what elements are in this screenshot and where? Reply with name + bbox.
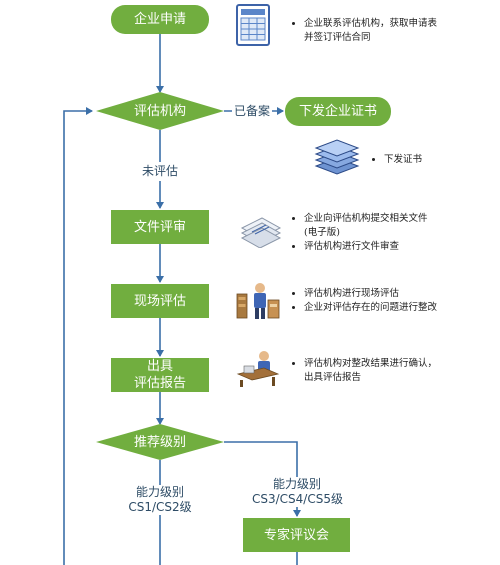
node-site: 现场评估 bbox=[111, 284, 209, 318]
edge-label-not-assessed: 未评估 bbox=[140, 162, 181, 181]
node-report: 出具 评估报告 bbox=[111, 358, 209, 392]
node-expert: 专家评议会 bbox=[243, 518, 350, 552]
note-report-item: 评估机构对整改结果进行确认， 出具评估报告 bbox=[304, 357, 495, 385]
certificate-stack-icon bbox=[314, 139, 360, 175]
edge-label-high-level: 能力级别 CS3/CS4/CS5级 bbox=[252, 477, 343, 507]
note-site-item-1: 评估机构进行现场评估 bbox=[304, 287, 495, 301]
note-site: 评估机构进行现场评估 企业对评估存在的问题进行整改 bbox=[290, 287, 495, 315]
files-icon bbox=[240, 217, 282, 248]
node-org: 评估机构 bbox=[133, 103, 186, 119]
note-issue: 下发证书 bbox=[370, 153, 490, 167]
form-document-icon bbox=[236, 4, 270, 46]
node-level-diamond bbox=[96, 424, 224, 460]
node-org-diamond bbox=[96, 92, 224, 130]
node-issue: 下发企业证书 bbox=[285, 97, 391, 126]
edge-label-filed: 已备案 bbox=[232, 104, 273, 119]
note-site-item-2: 企业对评估存在的问题进行整改 bbox=[304, 301, 495, 315]
node-level: 推荐级别 bbox=[133, 434, 186, 450]
edge-label-low-level: 能力级别 CS1/CS2级 bbox=[128, 485, 192, 515]
inspector-icon bbox=[236, 283, 280, 319]
note-apply-item: 企业联系评估机构，获取申请表 并签订评估合同 bbox=[304, 17, 495, 45]
note-apply: 企业联系评估机构，获取申请表 并签订评估合同 bbox=[290, 17, 495, 45]
note-doc-item-2: 评估机构进行文件审查 bbox=[304, 240, 495, 254]
desk-worker-icon bbox=[236, 351, 280, 387]
note-report: 评估机构对整改结果进行确认， 出具评估报告 bbox=[290, 357, 495, 385]
note-issue-item: 下发证书 bbox=[384, 153, 490, 167]
node-apply: 企业申请 bbox=[111, 5, 209, 34]
note-doc: 企业向评估机构提交相关文件 (电子版) 评估机构进行文件审查 bbox=[290, 212, 495, 254]
node-doc: 文件评审 bbox=[111, 210, 209, 244]
note-doc-item-1: 企业向评估机构提交相关文件 (电子版) bbox=[304, 212, 495, 240]
arrow-loop-back bbox=[63, 107, 93, 565]
